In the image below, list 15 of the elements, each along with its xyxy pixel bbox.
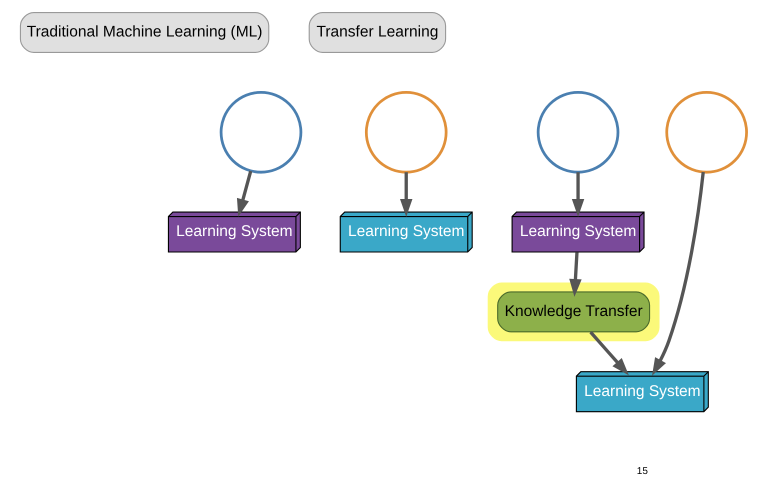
- node-box: Knowledge Transfer: [496, 291, 650, 332]
- arrow: [571, 172, 584, 217]
- arrow: [400, 172, 412, 217]
- node-circle: [219, 90, 302, 174]
- cluster: [487, 282, 660, 342]
- arrow: [652, 172, 704, 376]
- node-circle: [536, 90, 619, 174]
- arrow: [588, 331, 628, 376]
- node-box: Traditional Machine Learning (ML): [19, 12, 269, 53]
- arrow: [236, 170, 252, 217]
- node-box: Transfer Learning: [308, 12, 446, 53]
- arrow: [568, 252, 582, 297]
- node-circle: [664, 90, 748, 174]
- label: 15: [636, 466, 648, 477]
- node-circle: [364, 90, 448, 174]
